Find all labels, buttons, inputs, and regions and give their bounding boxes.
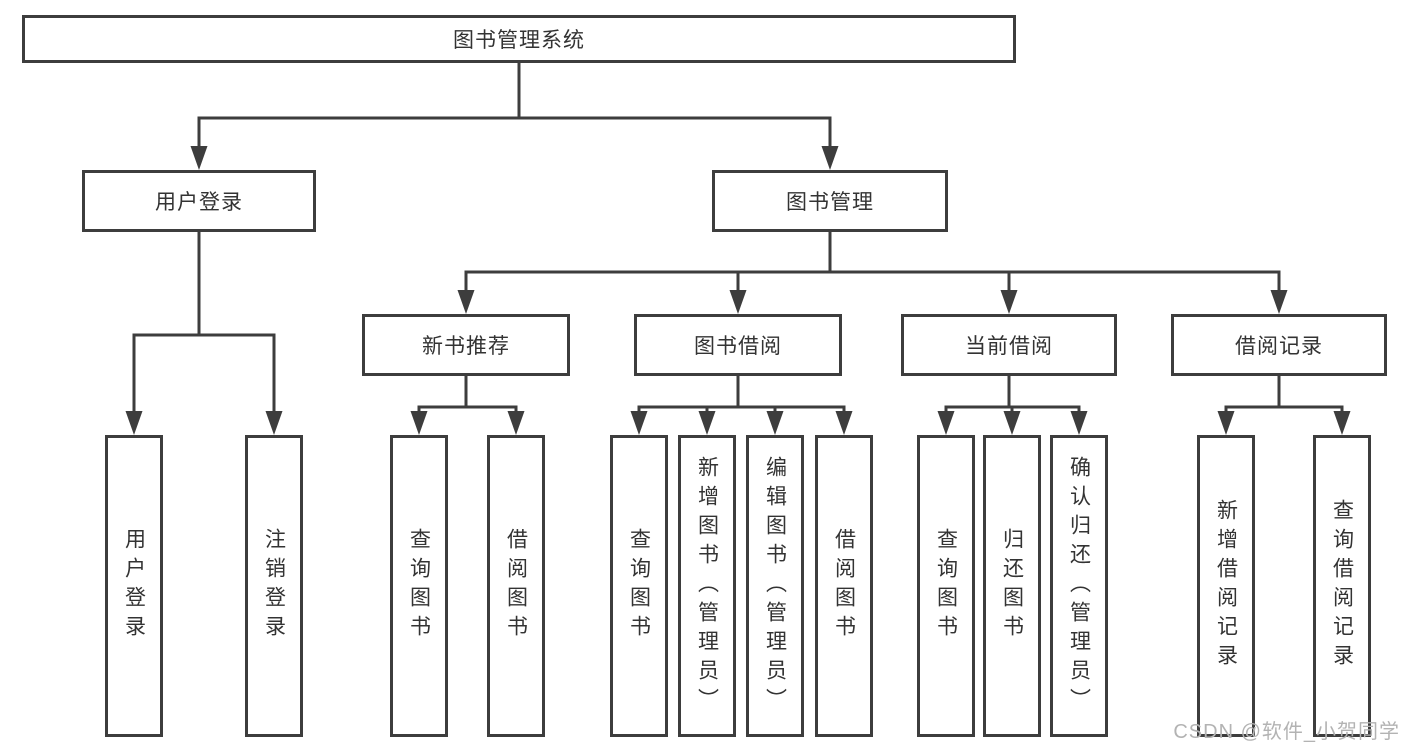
leaf-borrow-book-recommend: 借阅图书: [487, 435, 545, 737]
leaf-logout: 注销登录: [245, 435, 303, 737]
watermark: CSDN @软件_小贺同学: [1173, 721, 1400, 743]
leaf-confirm-return-admin: 确认归还（管理员）: [1050, 435, 1108, 737]
arrowheads: [125, 146, 1351, 435]
node-current-borrow: 当前借阅: [901, 314, 1117, 376]
leaf-query-book-borrow: 查询图书: [610, 435, 668, 737]
node-book-management: 图书管理: [712, 170, 948, 232]
leaf-query-book-recommend: 查询图书: [390, 435, 448, 737]
leaf-borrow-book: 借阅图书: [815, 435, 873, 737]
leaf-return-book-label: 归还图书: [1000, 528, 1024, 644]
leaf-add-borrow-record-label: 新增借阅记录: [1214, 499, 1238, 673]
node-borrow-records: 借阅记录: [1171, 314, 1387, 376]
leaf-query-book-borrow-label: 查询图书: [627, 528, 651, 644]
leaf-logout-label: 注销登录: [262, 528, 286, 644]
leaf-add-book-admin-label: 新增图书（管理员）: [695, 455, 719, 717]
leaf-borrow-book-label: 借阅图书: [832, 528, 856, 644]
leaf-return-book: 归还图书: [983, 435, 1041, 737]
node-root-system: 图书管理系统: [22, 15, 1016, 63]
leaf-edit-book-admin-label: 编辑图书（管理员）: [763, 455, 787, 717]
leaf-query-book-current-label: 查询图书: [934, 528, 958, 644]
leaf-borrow-book-recommend-label: 借阅图书: [504, 528, 528, 644]
leaf-query-book-current: 查询图书: [917, 435, 975, 737]
leaf-user-login: 用户登录: [105, 435, 163, 737]
node-book-borrow: 图书借阅: [634, 314, 842, 376]
leaf-query-borrow-record-label: 查询借阅记录: [1330, 499, 1354, 673]
leaf-query-borrow-record: 查询借阅记录: [1313, 435, 1371, 737]
leaf-add-book-admin: 新增图书（管理员）: [678, 435, 736, 737]
leaf-confirm-return-admin-label: 确认归还（管理员）: [1067, 455, 1091, 717]
node-user-login: 用户登录: [82, 170, 316, 232]
leaf-edit-book-admin: 编辑图书（管理员）: [746, 435, 804, 737]
leaf-add-borrow-record: 新增借阅记录: [1197, 435, 1255, 737]
node-new-book-recommend: 新书推荐: [362, 314, 570, 376]
leaf-user-login-label: 用户登录: [122, 528, 146, 644]
leaf-query-book-recommend-label: 查询图书: [407, 528, 431, 644]
